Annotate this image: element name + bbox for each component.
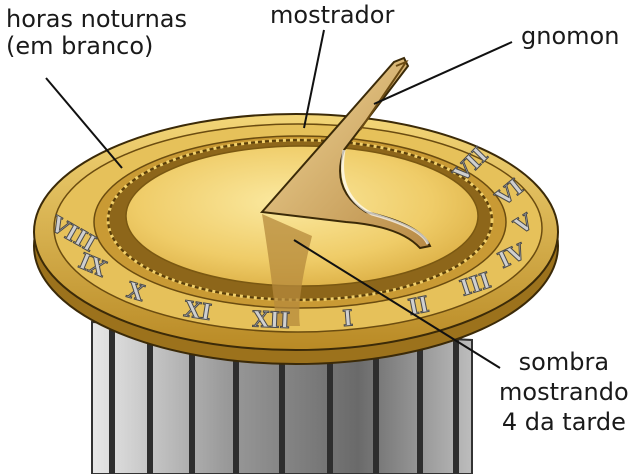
leader-gnomon [373,41,513,105]
hour-numeral: XII [252,307,291,335]
leader-lines [45,29,513,369]
leader-dial [303,29,325,129]
leader-shadow [293,239,501,369]
label-shadow: sombra mostrando 4 da tarde [499,347,629,437]
dial-plate [33,113,559,365]
label-shadow-line2: mostrando [499,378,629,406]
label-night-hours-line1: horas noturnas [6,5,187,33]
label-night-hours: horas noturnas (em branco) [6,6,187,60]
label-night-hours-line2: (em branco) [6,32,154,60]
label-dial: mostrador [270,1,395,29]
hour-numeral: XI [182,296,213,326]
leader-night-hours [45,77,123,169]
label-shadow-line3: 4 da tarde [501,408,626,436]
gnomon [259,56,432,250]
label-gnomon: gnomon [521,22,620,50]
gnomon-shadow [262,214,312,326]
label-shadow-line1: sombra [518,348,610,376]
hour-numeral: I [342,305,354,332]
